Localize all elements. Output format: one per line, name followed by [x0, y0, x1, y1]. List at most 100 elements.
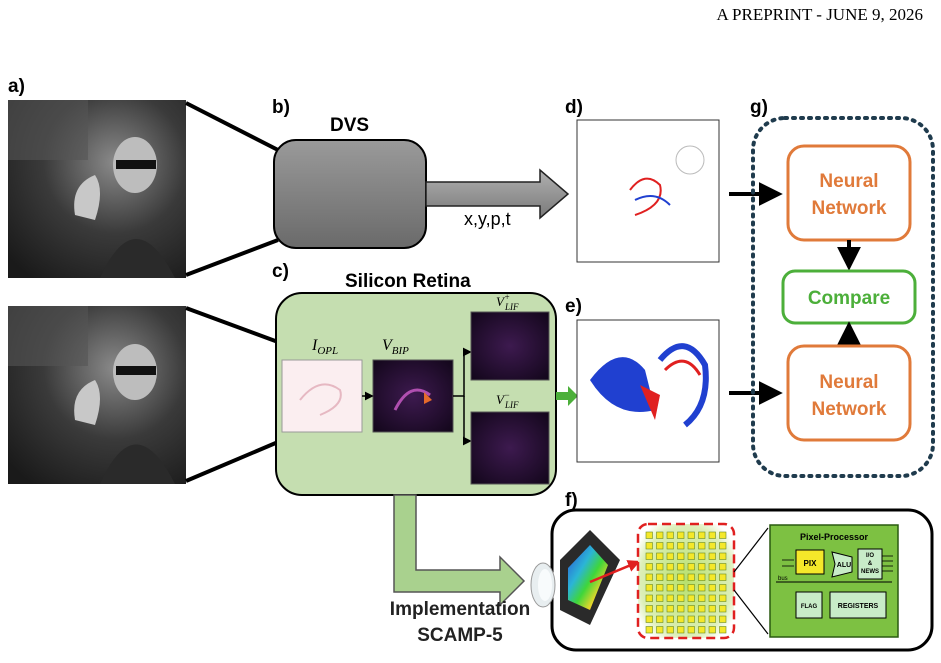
pixel-cell: [645, 626, 653, 634]
bip-image: [372, 359, 454, 433]
registers-label: REGISTERS: [838, 603, 879, 610]
neural-network-top: [786, 144, 912, 242]
neural-network-bottom: [786, 344, 912, 442]
pixel-cell: [666, 615, 674, 623]
io-block: [857, 548, 883, 580]
io-line3: NEWS: [861, 569, 879, 575]
neural-network-bottom-line1: Neural: [819, 372, 878, 393]
lif-minus-image: [470, 411, 550, 485]
network-container: [751, 116, 935, 478]
alu-label: ALU: [837, 562, 851, 569]
pixel-cell: [666, 563, 674, 571]
pixel-cell: [645, 615, 653, 623]
pixel-cell: [687, 615, 695, 623]
pixel-cell: [698, 584, 706, 592]
panel-label-g: g): [750, 97, 768, 118]
panel-label-e: e): [565, 296, 582, 317]
pixel-cell: [645, 573, 653, 581]
retina-title: Silicon Retina: [345, 271, 471, 292]
pixel-cell: [656, 573, 664, 581]
pixel-cell: [698, 542, 706, 550]
pixel-cell: [698, 573, 706, 581]
pixel-cell: [719, 563, 727, 571]
pixel-cell: [656, 615, 664, 623]
pixel-cell: [719, 615, 727, 623]
pixel-cell: [708, 594, 716, 602]
pixel-cell: [666, 552, 674, 560]
flag-label: FLAG: [801, 604, 818, 610]
dvs-box: [273, 139, 427, 249]
pixel-cell: [708, 626, 716, 634]
lif-minus-label: V−LIF: [496, 390, 519, 410]
funnel-line: [185, 101, 279, 152]
neural-network-top-line1: Neural: [819, 171, 878, 192]
pixel-cell: [698, 615, 706, 623]
implementation-arrow: [393, 494, 526, 607]
pixel-cell: [719, 552, 727, 560]
pixel-cell: [687, 573, 695, 581]
pixel-processor-title: Pixel-Processor: [800, 532, 869, 542]
io-line1: I/O: [866, 553, 874, 559]
dvs-event-image: [576, 119, 720, 263]
pixel-cell: [645, 594, 653, 602]
pixel-cell: [708, 584, 716, 592]
opl-image: [281, 359, 363, 433]
pixel-cell: [687, 552, 695, 560]
pixel-cell: [645, 542, 653, 550]
pixel-cell: [645, 563, 653, 571]
dvs-output-arrow: [425, 168, 570, 220]
pixel-cell: [698, 563, 706, 571]
pixel-cell: [708, 531, 716, 539]
registers-block: [829, 591, 887, 619]
lif-plus-image: [470, 311, 550, 381]
pixel-cell: [656, 531, 664, 539]
bip-label: VBIP: [382, 337, 409, 357]
pixel-cell: [656, 605, 664, 613]
pixel-cell: [645, 605, 653, 613]
funnel-line: [185, 440, 279, 483]
bus-label: bus: [778, 576, 788, 582]
bip-to-lif-plus-arrow: [453, 347, 472, 397]
pixel-cell: [698, 605, 706, 613]
pixel-cell: [677, 626, 685, 634]
pixel-cell: [719, 626, 727, 634]
pixel-cell: [687, 594, 695, 602]
pixel-cell: [645, 552, 653, 560]
lif-plus-label: V+LIF: [496, 292, 519, 312]
pixel-cell: [698, 531, 706, 539]
zoom-line: [733, 589, 769, 635]
pix-label: PIX: [804, 559, 818, 568]
pixel-cell: [719, 542, 727, 550]
page-header: A PREPRINT - JUNE 9, 2026: [716, 5, 923, 24]
pixel-grid-cells: [645, 531, 727, 634]
pixel-cell: [677, 584, 685, 592]
flag-block: [795, 591, 823, 619]
pixel-cell: [677, 552, 685, 560]
neural-network-top-line2: Network: [812, 198, 887, 219]
pixel-cell: [677, 615, 685, 623]
pixel-cell: [666, 594, 674, 602]
retina-output-arrow: [556, 386, 578, 406]
panel-label-f: f): [565, 490, 578, 511]
pixel-cell: [719, 594, 727, 602]
panel-label-c: c): [272, 261, 289, 282]
io-line2: &: [868, 561, 873, 567]
pixel-cell: [719, 584, 727, 592]
pixel-cell: [656, 626, 664, 634]
pixel-cell: [708, 615, 716, 623]
pixel-cell: [656, 542, 664, 550]
pixel-cell: [645, 584, 653, 592]
pixel-cell: [677, 531, 685, 539]
pix-block: [795, 549, 825, 575]
panel-label-d: d): [565, 97, 583, 118]
pixel-cell: [708, 563, 716, 571]
pixel-cell: [666, 626, 674, 634]
camera-lens: [530, 562, 556, 608]
pixel-cell: [656, 594, 664, 602]
pixel-cell: [719, 605, 727, 613]
sensor-chip: [560, 530, 620, 625]
pixel-cell: [687, 605, 695, 613]
photo-bottom: [8, 306, 186, 484]
pixel-cell: [677, 542, 685, 550]
